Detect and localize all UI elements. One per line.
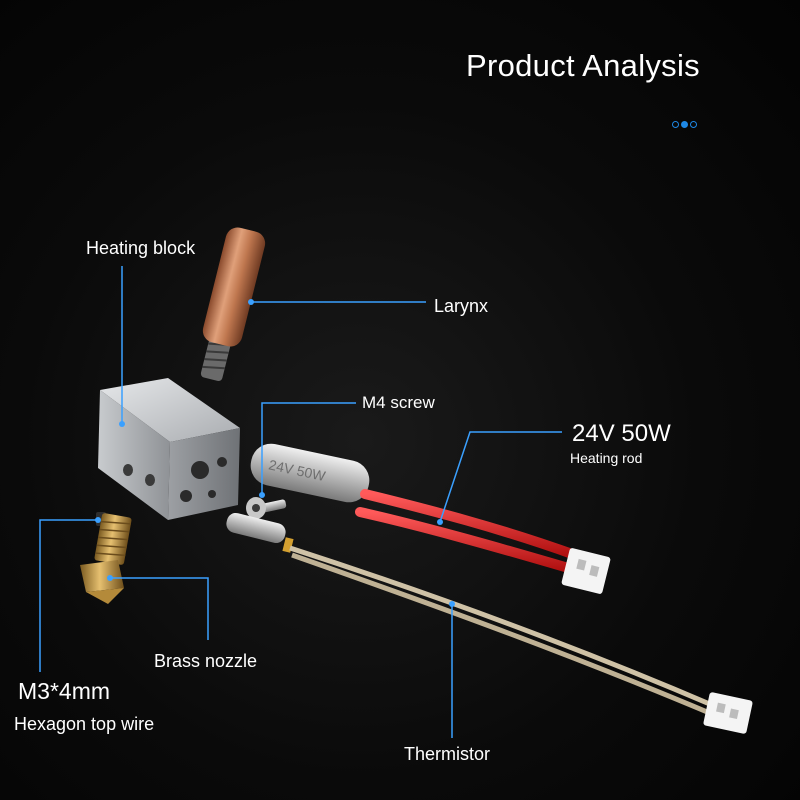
callout-heating-rod [439, 431, 562, 523]
label-heating-rod: Heating rod [570, 450, 643, 466]
label-power-rating: 24V 50W [572, 420, 671, 447]
label-thermistor: Thermistor [404, 744, 491, 764]
heating-block [98, 378, 240, 520]
label-m3-size: M3*4mm [18, 678, 111, 704]
page-title: Product Analysis [466, 48, 700, 83]
pager-dot-1[interactable] [672, 121, 679, 128]
pager-dot-3[interactable] [690, 121, 697, 128]
brass-nozzle [80, 513, 132, 604]
callout-brass-nozzle [110, 577, 209, 640]
callout-points [95, 299, 455, 607]
heating-rod: 24V 50W [250, 443, 611, 594]
thermistor-part [226, 512, 753, 734]
pager-dot-2-active[interactable] [681, 121, 688, 128]
label-heating-block: Heating block [86, 238, 196, 258]
callout-lines [39, 266, 562, 738]
callout-m3 [39, 519, 98, 672]
larynx-heatbreak [200, 227, 266, 382]
callout-m4-screw [261, 402, 356, 495]
label-brass-nozzle: Brass nozzle [154, 651, 258, 671]
pager-dots[interactable] [672, 121, 697, 128]
label-larynx: Larynx [434, 296, 489, 316]
label-hexagon-wire: Hexagon top wire [14, 714, 155, 734]
label-m4-screw: M4 screw [362, 393, 435, 412]
m4-screw-part [246, 497, 287, 519]
